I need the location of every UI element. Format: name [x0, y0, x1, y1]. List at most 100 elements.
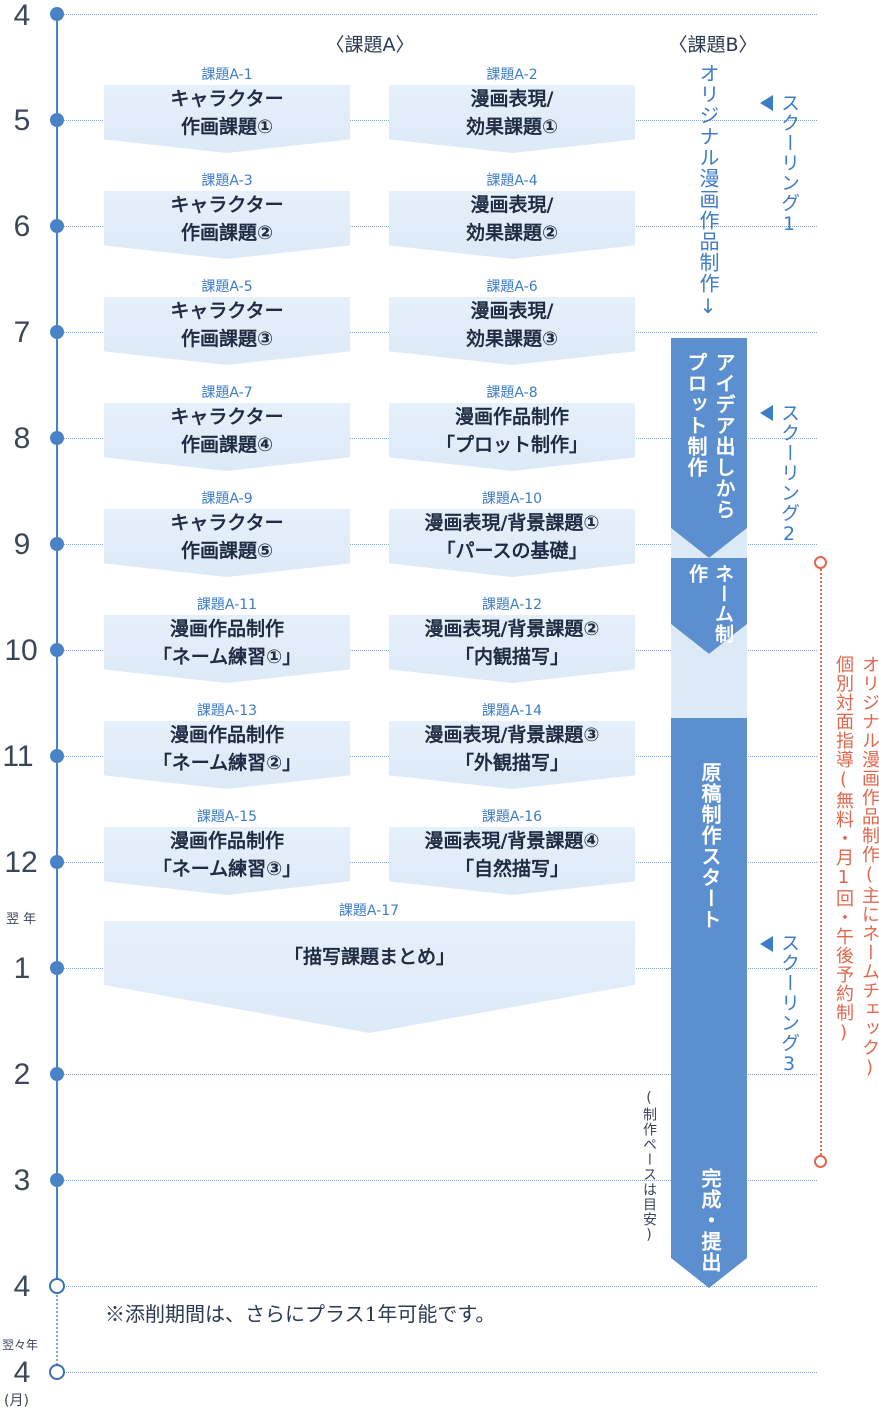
schooling-label-2: スクーリング2: [778, 403, 800, 546]
phase-bar-name: [671, 558, 747, 624]
task-line2: 「ネーム練習③」: [152, 858, 302, 880]
month-dot: [50, 7, 64, 21]
task-line2: 作画課題④: [180, 434, 274, 456]
task-line1: 漫画表現/: [470, 300, 554, 323]
task-card: 漫画表現/効果課題③: [389, 297, 635, 365]
month-label: 2: [13, 1058, 31, 1091]
phase-bar-plot: [671, 338, 747, 528]
task-card: キャラクター作画課題③: [104, 297, 350, 365]
task-card: 漫画作品制作「ネーム練習②」: [104, 721, 350, 789]
phase-label-plot: アイデア出しからプロット制作: [684, 352, 736, 520]
task-line1: 漫画作品制作: [169, 724, 284, 747]
gridline: [62, 1180, 817, 1181]
month-dot: [50, 1173, 64, 1187]
schooling-marker-icon: [760, 405, 773, 421]
schooling-label-3: スクーリング3: [778, 933, 800, 1076]
task-line1: キャラクター: [170, 194, 284, 217]
task-card: 漫画表現/効果課題①: [389, 85, 635, 153]
task-code: 課題A-2: [486, 67, 538, 83]
task-line2: 「自然描写」: [454, 858, 569, 880]
month-label: 11: [2, 740, 34, 773]
month-label: 12: [4, 846, 38, 879]
month-label: 9: [13, 528, 31, 561]
task-code: 課題A-16: [481, 809, 543, 825]
phase-label-name: ネーム制作: [686, 564, 734, 644]
task-line1: 漫画表現/背景課題④: [424, 830, 600, 853]
task-code: 課題A-14: [481, 703, 543, 719]
month-dot: [50, 219, 64, 233]
task-line2: 作画課題②: [180, 222, 274, 244]
consultation-line2: 個別対面指導(無料・月1回・午後予約制): [833, 655, 854, 1044]
month-dot: [50, 113, 64, 127]
task-line1: キャラクター: [170, 300, 284, 323]
task-card: キャラクター作画課題⑤: [104, 509, 350, 577]
month-label: 4: [13, 1356, 31, 1389]
consultation-line1: オリジナル漫画作品制作(主にネームチェック): [859, 655, 879, 1079]
month-label: 5: [13, 104, 31, 137]
task-card: キャラクター作画課題④: [104, 403, 350, 471]
month-label: 10: [4, 634, 38, 667]
column-header-b: 〈課題B〉: [668, 34, 758, 56]
task-card: 漫画作品制作「プロット制作」: [389, 403, 635, 471]
task-line1: 漫画作品制作: [454, 406, 569, 429]
task-code: 課題A-17: [338, 903, 400, 919]
task-line1: キャラクター: [170, 512, 284, 535]
task-line1: 漫画表現/: [470, 194, 554, 217]
unit-label: (月): [4, 1393, 29, 1409]
task-line1: キャラクター: [170, 406, 284, 429]
month-label: 6: [13, 210, 31, 243]
column-header-a: 〈課題A〉: [325, 34, 415, 56]
range-start-icon: [814, 556, 827, 569]
task-code: 課題A-6: [486, 279, 538, 295]
task-card: 漫画表現/背景課題①「パースの基礎」: [389, 509, 635, 577]
task-line2: 「内観描写」: [454, 646, 569, 668]
task-code: 課題A-12: [481, 597, 543, 613]
task-code: 課題A-8: [486, 385, 538, 401]
task-card: キャラクター作画課題②: [104, 191, 350, 259]
month-label: 3: [13, 1164, 31, 1197]
task-line2: 効果課題①: [465, 116, 559, 138]
month-dot: [50, 855, 64, 869]
task-line2: 「プロット制作」: [435, 434, 588, 456]
gridline: [62, 14, 817, 15]
task-code: 課題A-5: [201, 279, 253, 295]
month-dot: [50, 431, 64, 445]
schooling-marker-icon: [760, 95, 773, 111]
schooling-marker-icon: [760, 936, 773, 952]
task-line2: 効果課題③: [465, 328, 559, 350]
task-line1: 漫画作品制作: [169, 830, 284, 853]
month-dot: [50, 643, 64, 657]
gridline: [62, 1286, 817, 1287]
task-code: 課題A-9: [201, 491, 253, 507]
task-line1: 漫画表現/: [470, 88, 554, 111]
task-line2: 「外観描写」: [454, 752, 569, 774]
task-line2: 作画課題③: [180, 328, 274, 350]
task-line2: 「ネーム練習①」: [152, 646, 302, 668]
task-code: 課題A-3: [201, 173, 253, 189]
task-card: 漫画作品制作「ネーム練習①」: [104, 615, 350, 683]
month-dot-open: [49, 1364, 65, 1380]
task-line2: 効果課題②: [465, 222, 559, 244]
task-line1: キャラクター: [170, 88, 284, 111]
task-card-wide: 「描写課題まとめ」: [104, 921, 635, 1033]
month-dot: [50, 325, 64, 339]
consultation-range: [820, 562, 822, 1162]
month-dot: [50, 749, 64, 763]
task-card: 漫画表現/効果課題②: [389, 191, 635, 259]
month-dot: [50, 1067, 64, 1081]
month-dot-open: [49, 1278, 65, 1294]
timeline-axis-extension: [56, 1288, 58, 1373]
month-label: 4: [13, 0, 31, 32]
task-code: 課題A-10: [481, 491, 543, 507]
task-line1: 漫画表現/背景課題③: [424, 724, 600, 747]
task-code: 課題A-11: [196, 597, 258, 613]
year-after-next-label: 翌々年: [2, 1338, 39, 1352]
schooling-label-1: スクーリング1: [778, 93, 800, 236]
phase-gap-fill: [671, 654, 747, 718]
month-dot: [50, 961, 64, 975]
footnote: ※添削期間は、さらにプラス1年可能です。: [105, 1302, 496, 1326]
gridline: [62, 1372, 817, 1373]
month-label: 1: [13, 952, 31, 985]
task-line1: 漫画表現/背景課題②: [424, 618, 600, 641]
task-code: 課題A-13: [196, 703, 258, 719]
